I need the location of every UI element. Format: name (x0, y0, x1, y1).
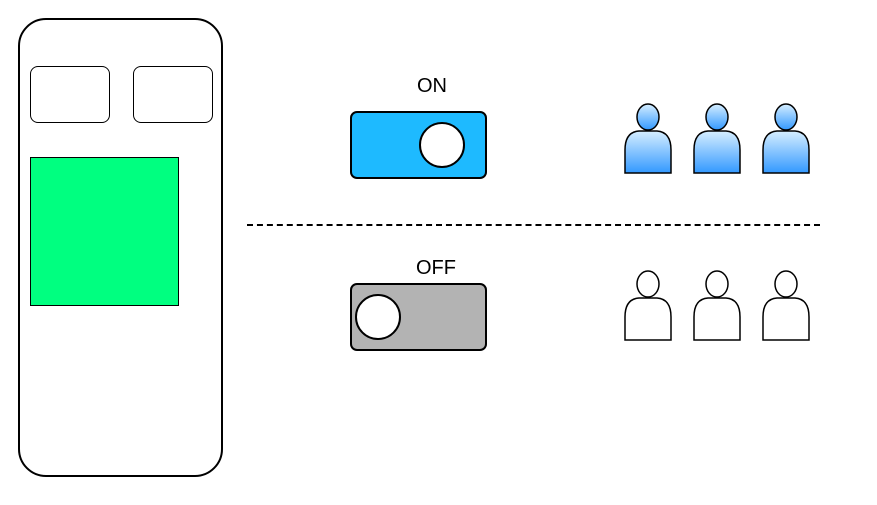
user-icon-active-2 (693, 103, 741, 174)
phone-button-left[interactable] (30, 66, 110, 123)
toggle-on-knob (419, 122, 465, 168)
toggle-switch-off[interactable] (350, 283, 487, 351)
toggle-off-label: OFF (416, 257, 456, 279)
toggle-on-label: ON (417, 75, 447, 97)
dashed-divider (247, 224, 820, 226)
user-icon-inactive-3 (762, 270, 810, 341)
phone-screen (30, 157, 179, 306)
user-icon-active-1 (624, 103, 672, 174)
phone-mockup (18, 18, 223, 477)
user-icon-active-3 (762, 103, 810, 174)
phone-button-right[interactable] (133, 66, 213, 123)
toggle-switch-on[interactable] (350, 111, 487, 179)
user-icon-inactive-2 (693, 270, 741, 341)
toggle-off-knob (355, 294, 401, 340)
user-icon-inactive-1 (624, 270, 672, 341)
